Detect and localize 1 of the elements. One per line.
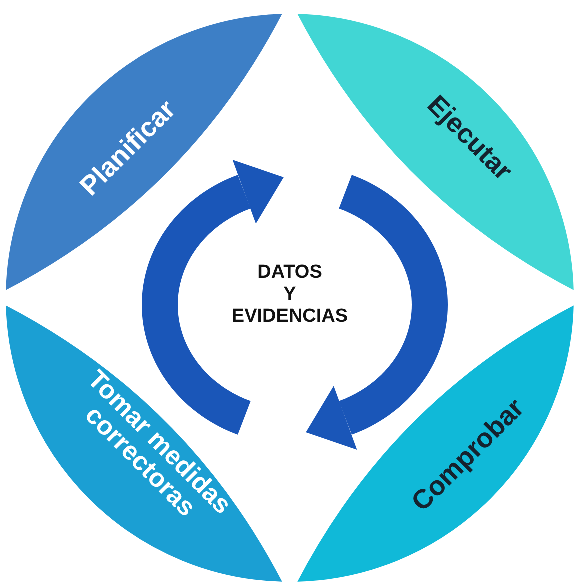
center-label: DATOS Y EVIDENCIAS <box>205 262 375 328</box>
